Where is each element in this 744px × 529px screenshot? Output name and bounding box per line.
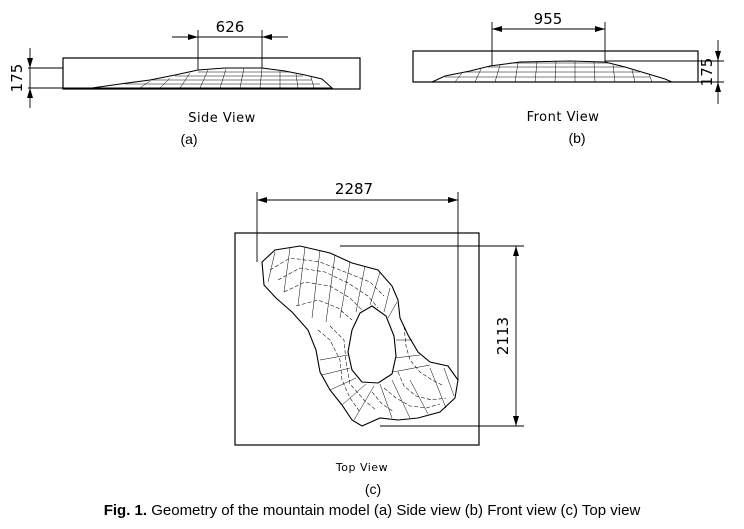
side-view-width-arrow-right [262,34,272,40]
side-view-height-arrow-top [27,58,33,68]
top-view-sub-label: (c) [365,481,381,497]
top-view-terrain-hole [347,305,397,384]
top-view-base-box [234,232,480,446]
top-view-height-label: 2113 [494,317,512,355]
front-view-width-arrow-right [595,26,605,32]
top-view-label: Top View [335,461,388,474]
top-view-height-arrow-top [513,246,519,256]
top-view-terrain-outline [261,245,459,427]
front-view-height-label: 175 [698,58,716,87]
side-view-width-label: 626 [216,18,245,36]
front-view-sub-label: (b) [568,130,585,146]
front-view: 955 175 Front View (b) [412,10,724,146]
front-view-width-label: 955 [534,10,563,28]
side-view-height-label: 175 [8,64,26,93]
top-view-height-arrow-bottom [513,416,519,426]
top-view-width-arrow-right [448,197,458,203]
side-view-base-box [62,57,361,90]
figure-caption-text: Geometry of the mountain model (a) Side … [147,502,641,519]
front-view-label: Front View [527,110,600,125]
side-view-sub-label: (a) [180,131,197,147]
side-view-terrain [91,67,334,89]
top-view-width-arrow-left [257,197,267,203]
front-view-height-arrow-bottom [715,82,721,92]
top-view: 2287 2113 Top View (c) [234,180,524,497]
figure-caption: Fig. 1. Geometry of the mountain model (… [0,502,744,519]
side-view-terrain-hatch [125,67,320,89]
side-view-label: Side View [188,111,256,126]
side-view-height-arrow-bottom [27,88,33,98]
top-view-width-label: 2287 [335,180,373,198]
side-view: 626 175 Side View (a) [8,18,361,147]
front-view-terrain-hatch [445,60,653,83]
side-view-width-arrow-left [188,34,198,40]
front-view-terrain [431,60,673,83]
front-view-height-arrow-top [715,51,721,61]
front-view-width-arrow-left [492,26,502,32]
figure-caption-prefix: Fig. 1. [103,502,148,519]
top-view-terrain-mesh [269,257,447,413]
top-view-terrain-ribs [267,246,455,421]
